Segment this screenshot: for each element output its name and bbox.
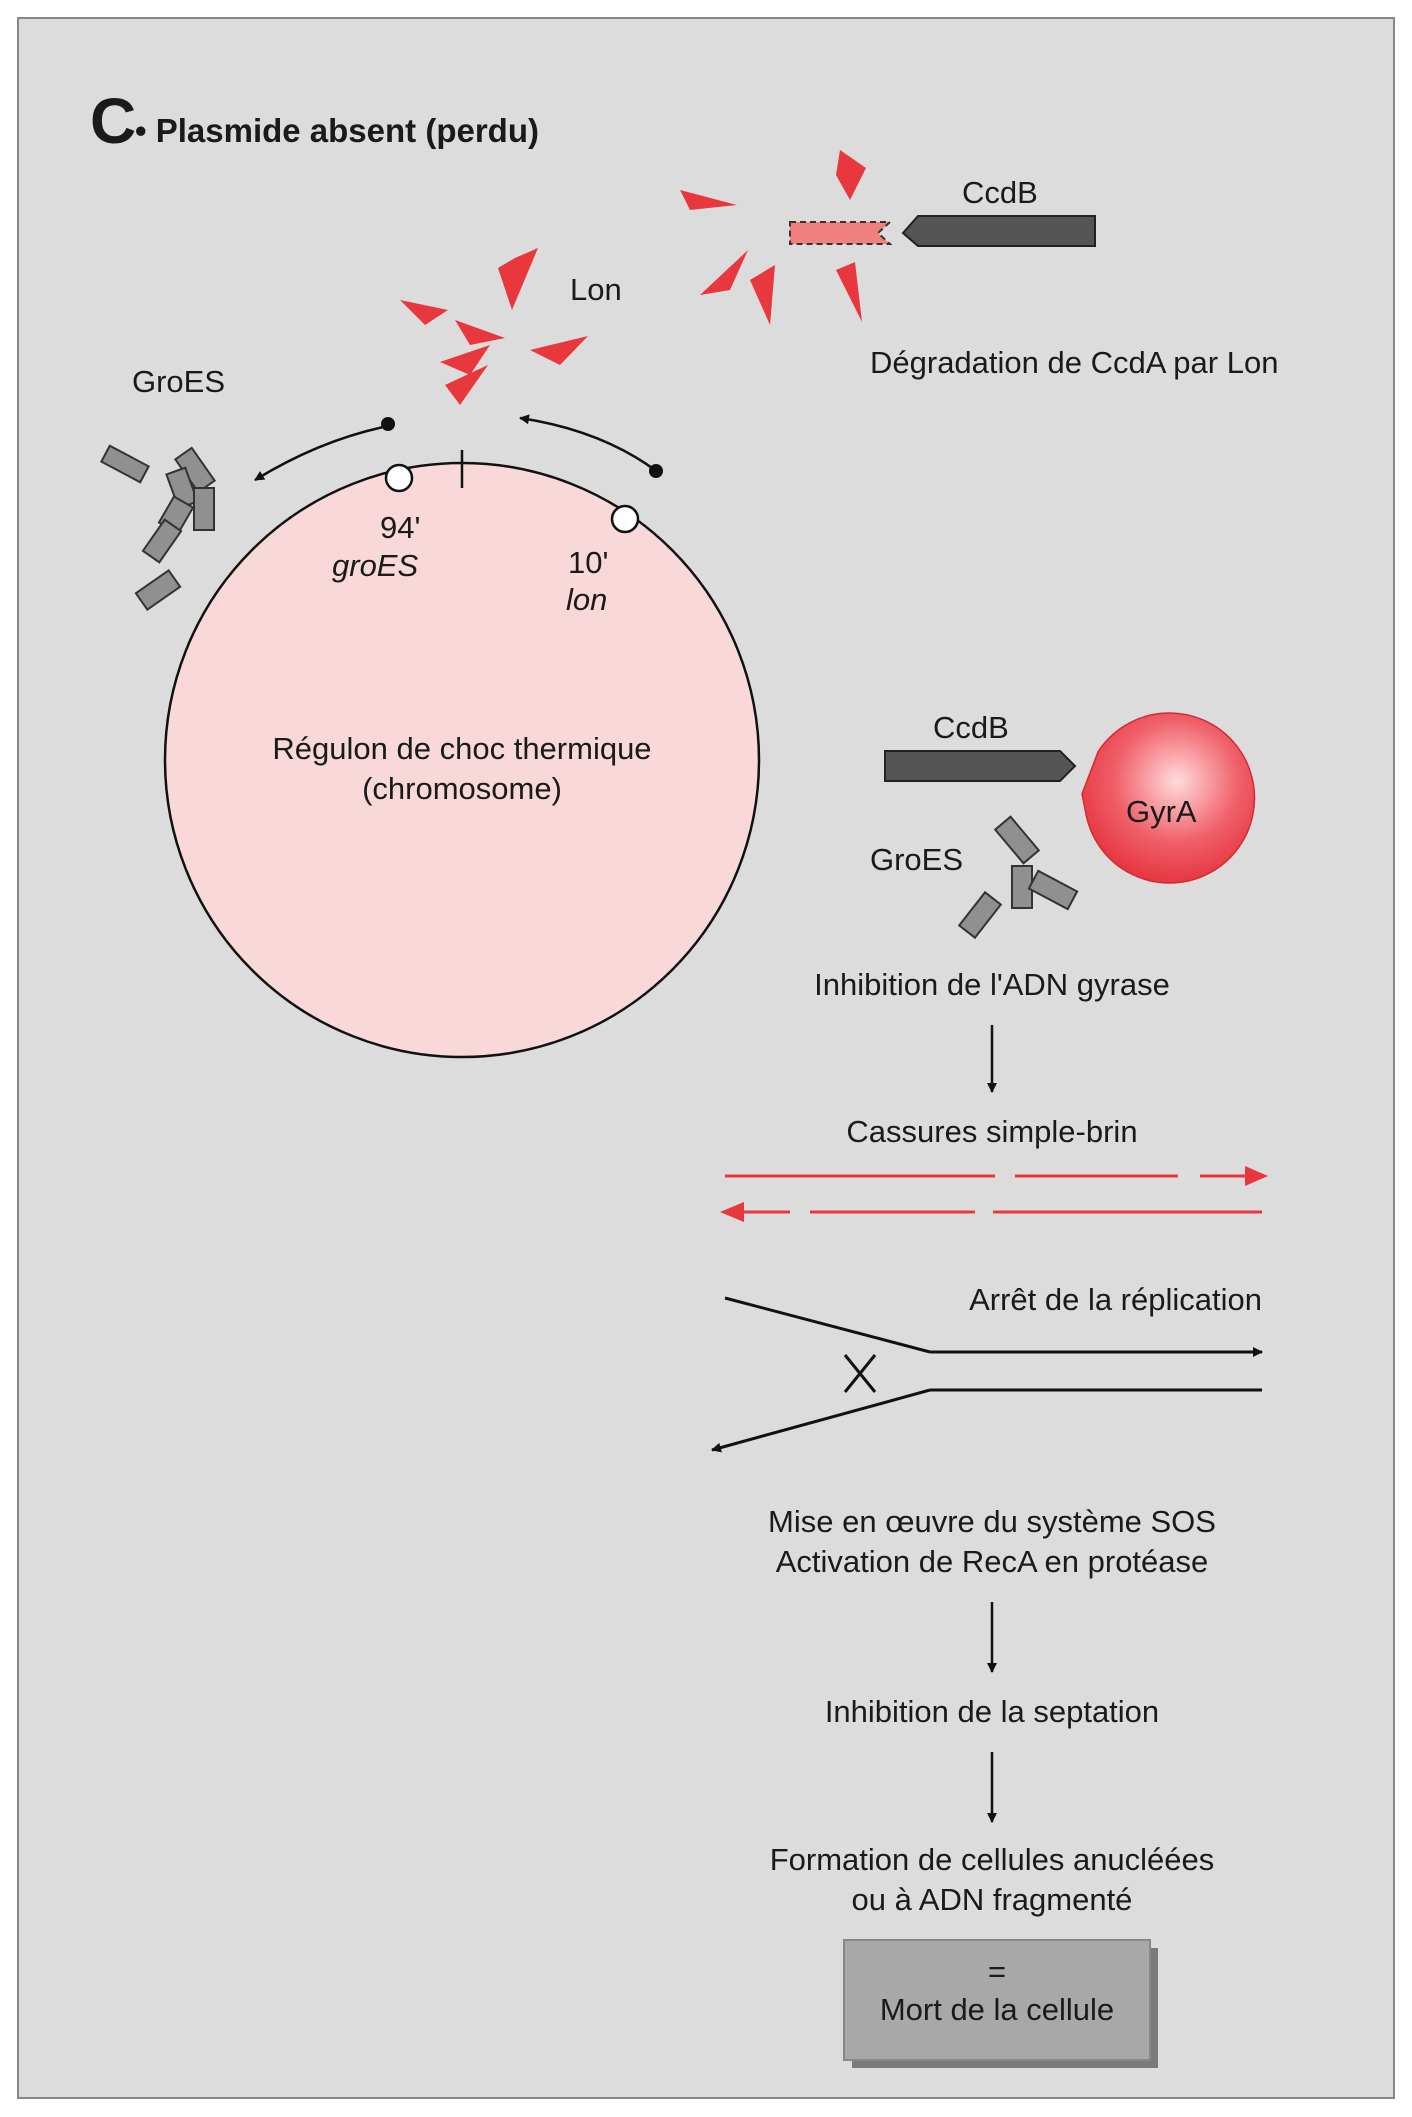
groes-mid-cluster <box>957 815 1079 940</box>
result-box-face <box>843 1939 1151 2061</box>
fork-upper-arm <box>724 1296 931 1354</box>
lon-chevron-icon <box>530 336 588 365</box>
lon-chevron-icon <box>700 250 748 295</box>
inhibition-gyrase-label: Inhibition de l'ADN gyrase <box>814 967 1170 1002</box>
top-strand-arrowhead <box>1245 1166 1268 1186</box>
formation-label-line1: Formation de cellules anucléées <box>770 1842 1215 1877</box>
lon-protease-group <box>400 150 866 405</box>
result-equals: = <box>988 1954 1006 1989</box>
sos-label-line1: Mise en œuvre du système SOS <box>768 1504 1216 1539</box>
groes-subunit <box>1027 869 1079 911</box>
septation-label: Inhibition de la septation <box>825 1694 1159 1729</box>
lon-chevron-icon <box>445 365 488 405</box>
broken-dna-strands <box>725 1174 1262 1214</box>
replication-fork <box>711 1296 1263 1453</box>
lon-arrow-start-dot <box>649 464 663 478</box>
groes-locus-marker <box>384 463 414 493</box>
gyra-label: GyrA <box>1126 794 1197 829</box>
panel-letter: C <box>90 85 136 157</box>
groes-subunit <box>99 444 151 484</box>
groes-gene-position: 94' <box>380 510 420 545</box>
ccdb-mid-label: CcdB <box>933 710 1009 745</box>
lon-label: Lon <box>570 272 622 307</box>
lon-chevron-icon <box>680 190 737 210</box>
groes-top-label: GroES <box>132 364 225 399</box>
groes-mid-label: GroES <box>870 842 963 877</box>
degradation-label: Dégradation de CcdA par Lon <box>870 345 1278 380</box>
fork-lower-arm <box>711 1388 931 1453</box>
ccda-ccdb-complex <box>789 215 1096 247</box>
chromosome-label-line2: (chromosome) <box>362 771 562 806</box>
bottom-strand-arrowhead <box>720 1202 744 1222</box>
groes-subunit <box>957 890 1003 940</box>
lon-gene-position: 10' <box>568 545 608 580</box>
lon-chevron-icon <box>498 248 538 310</box>
lon-chevron-icon <box>836 262 862 322</box>
groes-expression-arrow <box>254 424 389 482</box>
lon-chevron-icon <box>750 265 775 325</box>
arret-label: Arrêt de la réplication <box>969 1282 1262 1317</box>
lon-gene-name: lon <box>566 582 607 617</box>
gyra-enzyme <box>1081 712 1256 884</box>
lon-chevron-icon <box>455 320 505 345</box>
sos-label-line2: Activation de RecA en protéase <box>776 1544 1209 1579</box>
panel-title: • Plasmide absent (perdu) <box>135 112 539 149</box>
lon-chevron-icon <box>440 345 490 375</box>
result-text: Mort de la cellule <box>880 1992 1114 2027</box>
groes-top-cluster <box>99 444 217 612</box>
ccdb-protein <box>901 215 1096 247</box>
cassures-label: Cassures simple-brin <box>846 1114 1137 1149</box>
lon-chevron-icon <box>400 300 448 325</box>
groes-subunit <box>134 568 182 612</box>
ccdb-mid-protein <box>884 750 1077 782</box>
groes-gene-name: groES <box>332 548 418 583</box>
lon-expression-arrow <box>519 414 656 472</box>
lon-locus-marker <box>610 504 640 534</box>
groes-subunit <box>193 487 215 531</box>
groes-arrow-start-dot <box>381 417 395 431</box>
groes-subunit <box>141 518 183 564</box>
groes-subunit <box>993 815 1041 865</box>
fork-block-x <box>843 1354 877 1393</box>
result-box <box>843 1939 1158 2068</box>
formation-label-line2: ou à ADN fragmenté <box>852 1882 1133 1917</box>
ccdb-top-label: CcdB <box>962 175 1038 210</box>
panel-background <box>17 17 1395 2099</box>
ccda-degraded <box>789 221 893 245</box>
lon-chevron-icon <box>836 150 866 200</box>
chromosome-label-line1: Régulon de choc thermique <box>272 731 651 766</box>
